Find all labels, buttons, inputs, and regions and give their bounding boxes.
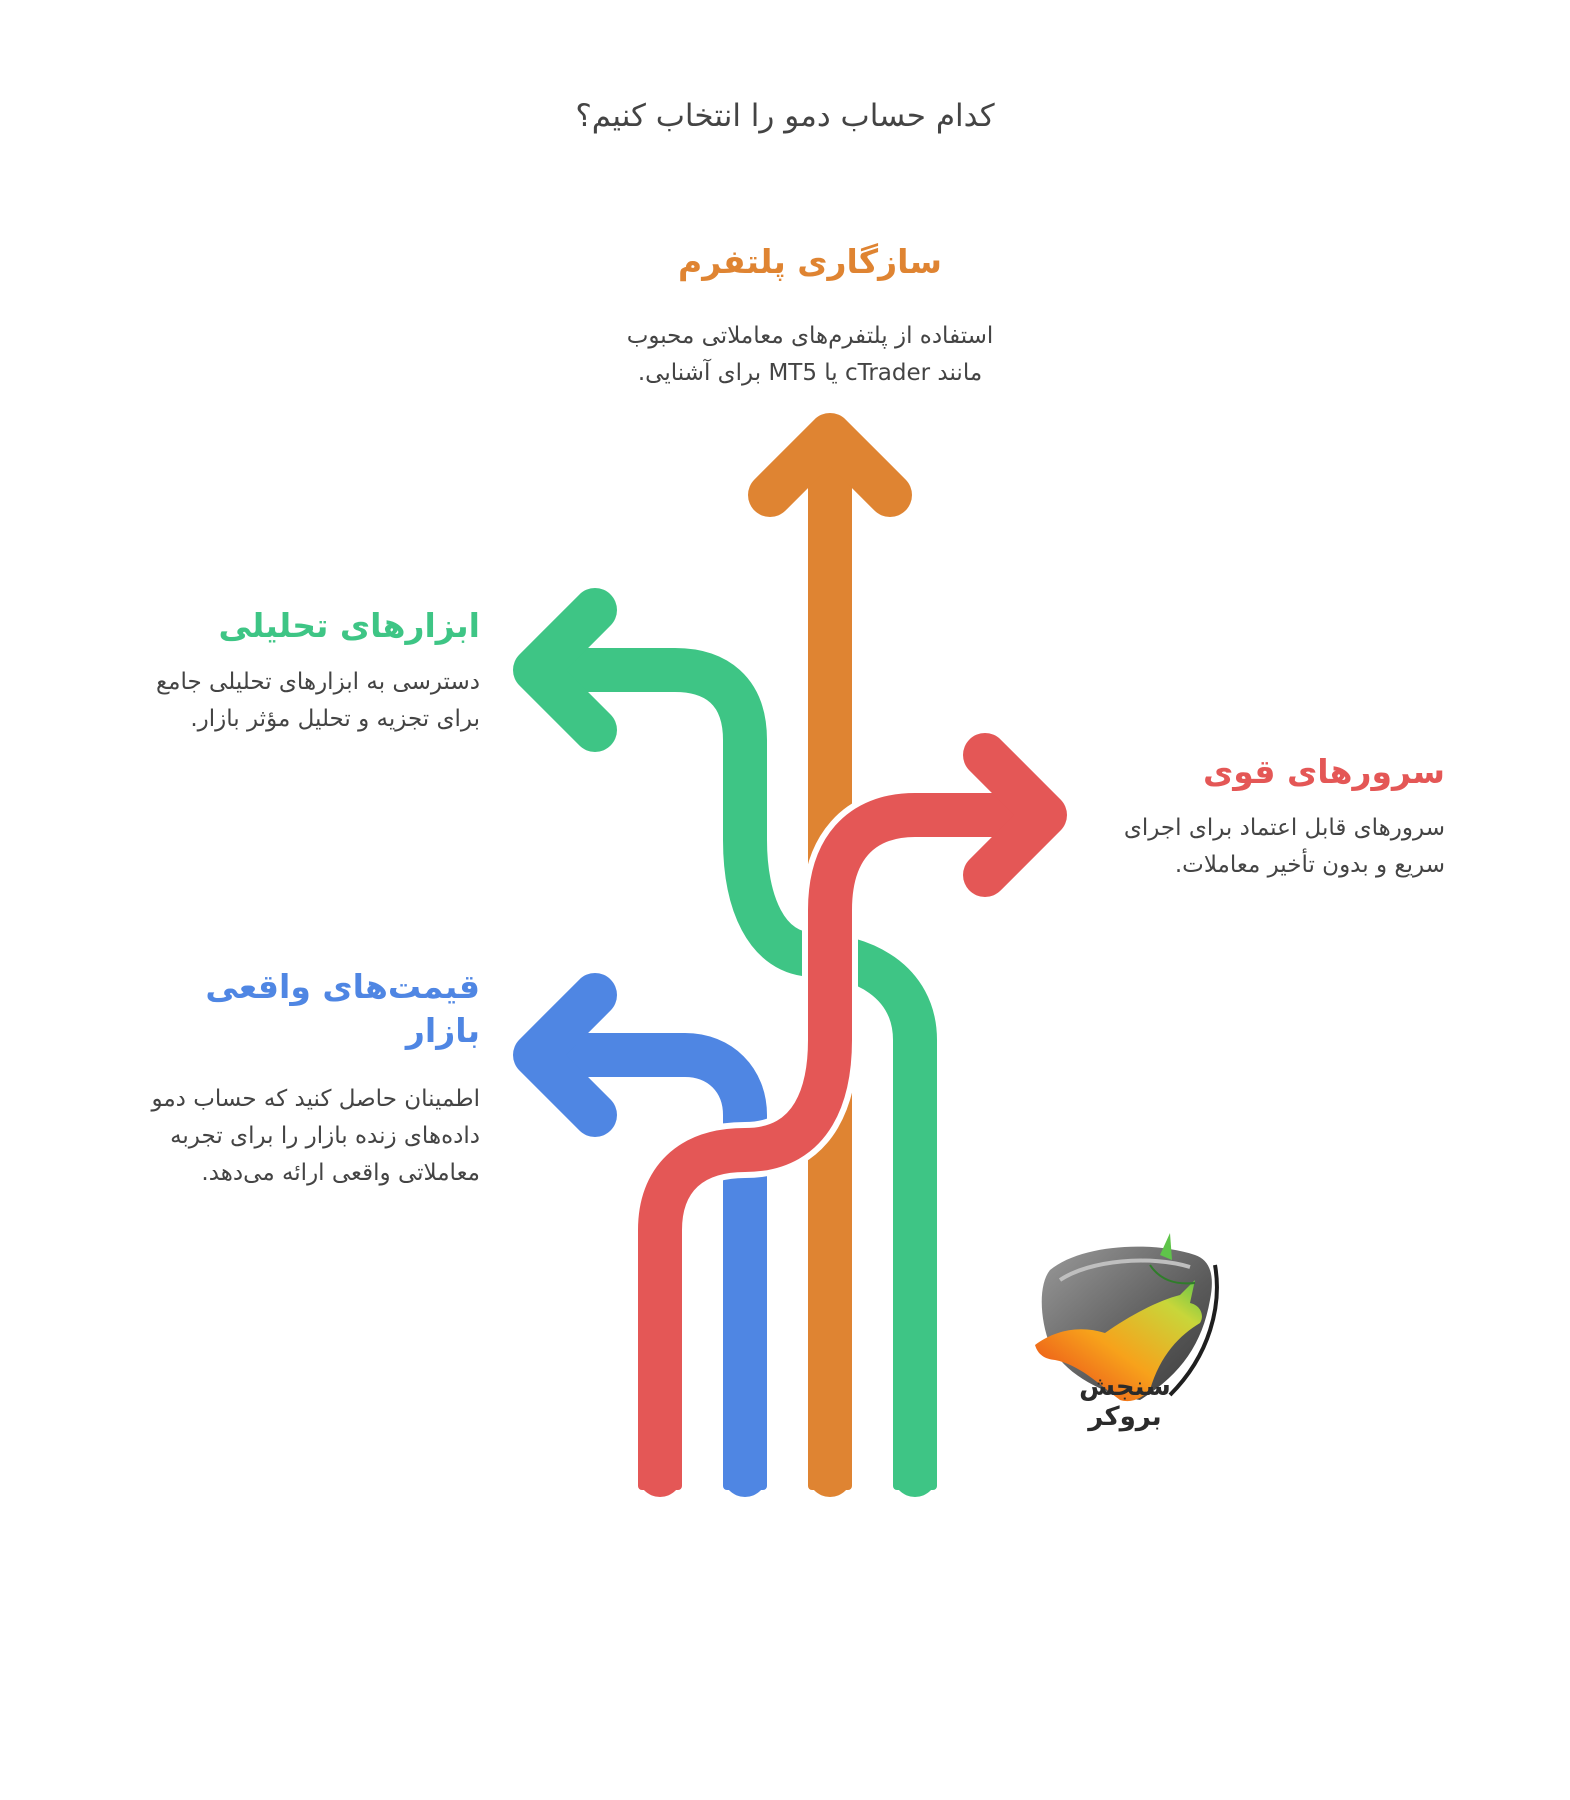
platform-arrow-head [748, 413, 912, 517]
platform-compatibility-label: سازگاری پلتفرم استفاده از پلتفرم‌های معا… [610, 240, 1010, 392]
prices-description: اطمینان حاصل کنید که حساب دمو داده‌های ز… [140, 1081, 480, 1192]
tools-desc-line1: دسترسی به ابزارهای تحلیلی جامع [155, 669, 480, 695]
platform-heading: سازگاری پلتفرم [678, 242, 942, 281]
servers-heading: سرورهای قوی [1202, 752, 1445, 791]
page-title: کدام حساب دمو را انتخاب کنیم؟ [575, 98, 995, 134]
tools-heading: ابزارهای تحلیلی [218, 606, 480, 645]
prices-desc-line2: داده‌های زنده بازار را برای تجربه [170, 1123, 480, 1149]
prices-desc-line3: معاملاتی واقعی ارائه می‌دهد. [201, 1160, 480, 1186]
prices-arrow-shaft [543, 1033, 767, 1497]
prices-desc-line1: اطمینان حاصل کنید که حساب دمو [151, 1086, 480, 1112]
platform-desc-line1: استفاده از پلتفرم‌های معاملاتی محبوب [626, 323, 994, 349]
servers-description: سرورهای قابل اعتماد برای اجرای سریع و بد… [1100, 810, 1445, 884]
tools-desc-line2: برای تجزیه و تحلیل مؤثر بازار. [190, 706, 480, 732]
strong-servers-label: سرورهای قوی سرورهای قابل اعتماد برای اجر… [1100, 750, 1445, 884]
prices-arrow-head [513, 973, 617, 1137]
servers-desc-line2: سریع و بدون تأخیر معاملات. [1174, 852, 1445, 878]
servers-arrow-shaft [638, 793, 1052, 1497]
prices-heading: قیمت‌های واقعی بازار [205, 967, 480, 1050]
servers-desc-line1: سرورهای قابل اعتماد برای اجرای [1123, 815, 1445, 841]
tools-arrow-head [513, 588, 617, 752]
tools-description: دسترسی به ابزارهای تحلیلی جامع برای تجزی… [140, 664, 480, 738]
platform-description: استفاده از پلتفرم‌های معاملاتی محبوب مان… [610, 318, 1010, 392]
platform-desc-line2: مانند cTrader یا MT5 برای آشنایی. [637, 360, 983, 386]
tools-arrow-shaft [543, 648, 937, 1497]
analytical-tools-label: ابزارهای تحلیلی دسترسی به ابزارهای تحلیل… [140, 604, 480, 738]
real-market-prices-label: قیمت‌های واقعی بازار اطمینان حاصل کنید ک… [140, 965, 480, 1192]
bull-bear-shield-logo-icon [1035, 1233, 1219, 1402]
logo-wordmark: سنجش بروکر [1079, 1372, 1171, 1432]
servers-arrow-head [963, 733, 1067, 897]
